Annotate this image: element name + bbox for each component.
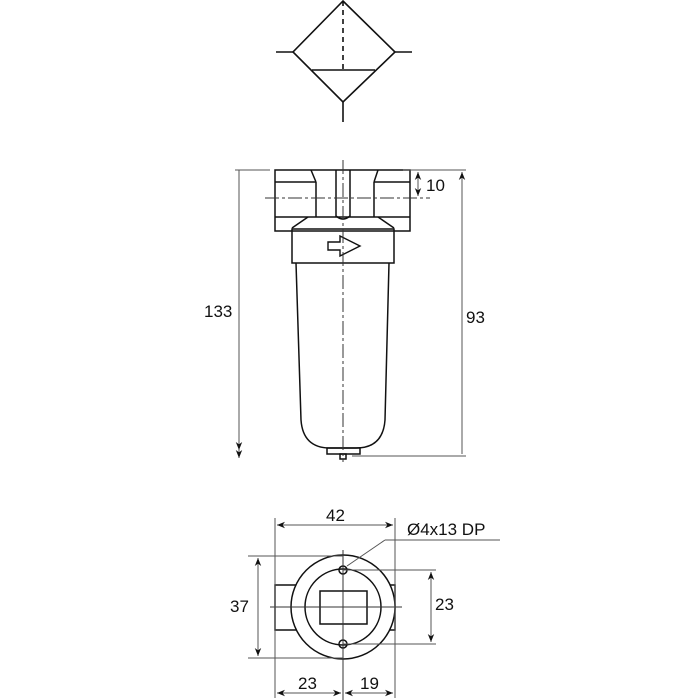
- bottom-dimensions: [248, 518, 500, 698]
- dim-body-height: 93: [466, 308, 485, 327]
- dim-left-offset: 23: [298, 674, 317, 693]
- dim-depth: 37: [230, 597, 249, 616]
- centerlines: [265, 160, 430, 462]
- flow-arrow-icon: [327, 234, 362, 258]
- side-dimensions: [235, 169, 466, 458]
- dim-right-offset: 19: [360, 674, 379, 693]
- dim-overall-height: 133: [204, 302, 233, 321]
- dim-width: 42: [326, 506, 345, 525]
- dim-hole-note: Ø4x13 DP: [407, 520, 486, 539]
- dim-port-offset: 10: [426, 176, 445, 195]
- dim-hole-spacing: 23: [435, 595, 454, 614]
- filter-symbol-icon: [276, 0, 412, 122]
